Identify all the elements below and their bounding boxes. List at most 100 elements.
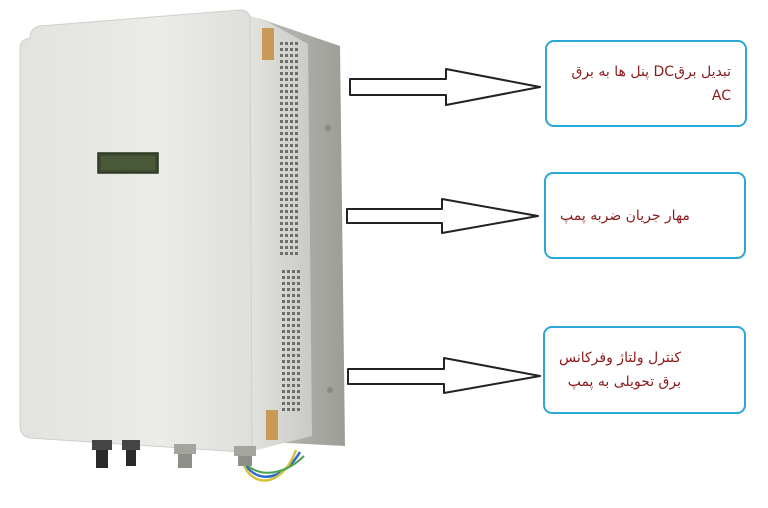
vent-slot (280, 198, 283, 201)
vent-slot (280, 42, 283, 45)
vent-slot (292, 330, 295, 333)
vent-slot (297, 318, 300, 321)
vent-slot (295, 102, 298, 105)
vent-slot (280, 138, 283, 141)
vent-slot (295, 204, 298, 207)
vent-slot (292, 324, 295, 327)
vent-slot (280, 156, 283, 159)
vent-slot (280, 162, 283, 165)
vent-slot (295, 222, 298, 225)
vent-slot (282, 294, 285, 297)
vent-slot (282, 402, 285, 405)
vent-slot (297, 390, 300, 393)
vent-slot (292, 372, 295, 375)
vent-slot (282, 342, 285, 345)
vent-slot (290, 72, 293, 75)
vent-slot (297, 312, 300, 315)
vent-slot (290, 96, 293, 99)
vent-slot (287, 360, 290, 363)
vent-slot (280, 90, 283, 93)
vent-slot (292, 360, 295, 363)
vent-slot (290, 252, 293, 255)
vent-slot (280, 144, 283, 147)
callout-voltage-frequency-text: کنترل ولتاژ وفرکانس برق تحویلی به پمپ (559, 346, 681, 394)
vent-slot (295, 186, 298, 189)
ac-cable-gland (238, 456, 252, 466)
vent-slot (282, 408, 285, 411)
vent-slot (290, 246, 293, 249)
vent-slot (290, 222, 293, 225)
vent-slot (295, 138, 298, 141)
vent-slot (292, 384, 295, 387)
vent-slot (290, 114, 293, 117)
vent-slot (292, 396, 295, 399)
vent-slot (287, 342, 290, 345)
callout-pump-surge-line-1: مهار جریان ضربه پمپ (560, 207, 690, 224)
vent-slot (295, 120, 298, 123)
vent-slot (280, 54, 283, 57)
vent-slot (297, 372, 300, 375)
vent-slot (295, 66, 298, 69)
vent-slot (297, 300, 300, 303)
vent-slot (295, 42, 298, 45)
ac-cable (245, 451, 302, 478)
vent-slot (287, 384, 290, 387)
vent-slot (285, 114, 288, 117)
vent-slot (295, 144, 298, 147)
vent-slot (285, 78, 288, 81)
vent-slot (285, 186, 288, 189)
vent-slot (285, 42, 288, 45)
vent-slot (287, 300, 290, 303)
vent-slot (285, 192, 288, 195)
vent-slot (282, 330, 285, 333)
vent-slot (290, 138, 293, 141)
vent-slot (285, 234, 288, 237)
vent-slot (287, 354, 290, 357)
vent-slot (280, 228, 283, 231)
vent-slot (290, 84, 293, 87)
vent-slot (295, 162, 298, 165)
arrow-dc-to-ac (349, 68, 541, 106)
vent-slot (295, 132, 298, 135)
vent-slot (290, 102, 293, 105)
vent-slot (282, 270, 285, 273)
vent-slot (285, 198, 288, 201)
vent-slot (280, 126, 283, 129)
vent-slot (280, 78, 283, 81)
vent-slot (282, 288, 285, 291)
vent-slot (295, 192, 298, 195)
vent-slot (290, 150, 293, 153)
vent-slot (285, 60, 288, 63)
vent-slot (287, 312, 290, 315)
vent-slot (282, 384, 285, 387)
vent-slot (287, 288, 290, 291)
vent-slot (285, 162, 288, 165)
vent-slot (292, 270, 295, 273)
vent-slot (297, 336, 300, 339)
vent-slot (290, 162, 293, 165)
vent-slot (292, 276, 295, 279)
vent-slot (282, 276, 285, 279)
vent-slot (285, 96, 288, 99)
vent-slot (297, 408, 300, 411)
vent-slot (292, 366, 295, 369)
vent-slot (297, 306, 300, 309)
vent-slot (285, 54, 288, 57)
vent-slot (285, 84, 288, 87)
vent-slot (292, 288, 295, 291)
vent-slot (282, 306, 285, 309)
vent-slot (285, 150, 288, 153)
vent-slot (282, 282, 285, 285)
vent-slot (297, 282, 300, 285)
lcd-screen (101, 156, 155, 170)
vent-slot (290, 132, 293, 135)
vent-slot (295, 54, 298, 57)
vent-slot (287, 372, 290, 375)
vent-slot (282, 300, 285, 303)
vent-slot (297, 396, 300, 399)
vent-slot (285, 246, 288, 249)
vent-slot (292, 306, 295, 309)
arrow-pump-surge (346, 198, 539, 234)
vent-slot (280, 252, 283, 255)
